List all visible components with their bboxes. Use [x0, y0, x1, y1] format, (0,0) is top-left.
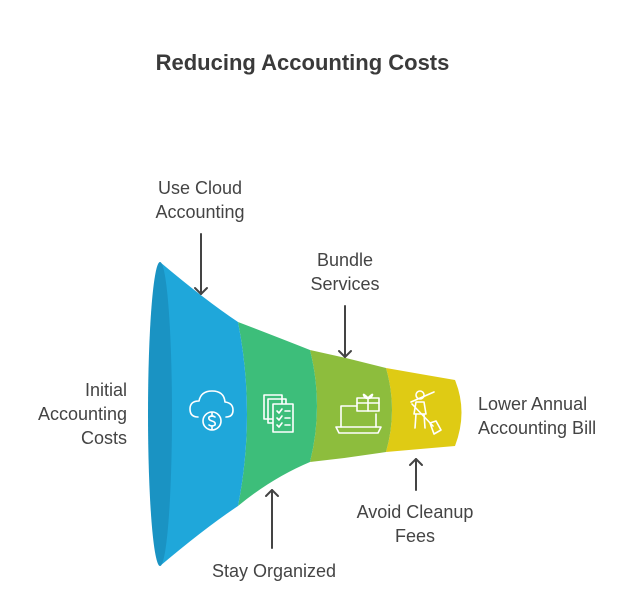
diagram-title: Reducing Accounting Costs	[155, 50, 450, 75]
stage-label-bundle-services: Bundle Services	[310, 250, 380, 294]
stage-label-cloud-accounting: Use Cloud Accounting	[155, 178, 245, 222]
stage-label-stay-organized: Stay Organized	[211, 561, 337, 581]
person-broom-icon	[410, 390, 442, 435]
funnel-mouth	[148, 262, 172, 566]
laptop-gift-icon	[335, 393, 382, 434]
arrow-cloud-accounting	[194, 233, 208, 295]
documents-checklist-icon	[263, 394, 294, 433]
stage-label-avoid-cleanup: Avoid Cleanup Fees	[356, 502, 474, 546]
output-label: Lower Annual Accounting Bill	[478, 394, 597, 438]
arrow-stay-organized	[265, 489, 279, 549]
arrow-bundle-services	[338, 305, 352, 358]
funnel-stage-cloud-accounting	[160, 262, 247, 566]
arrow-avoid-cleanup	[409, 458, 423, 491]
funnel-stage-avoid-cleanup	[386, 368, 462, 452]
cloud-dollar-icon	[189, 390, 234, 431]
input-label: Initial Accounting Costs	[37, 380, 127, 448]
